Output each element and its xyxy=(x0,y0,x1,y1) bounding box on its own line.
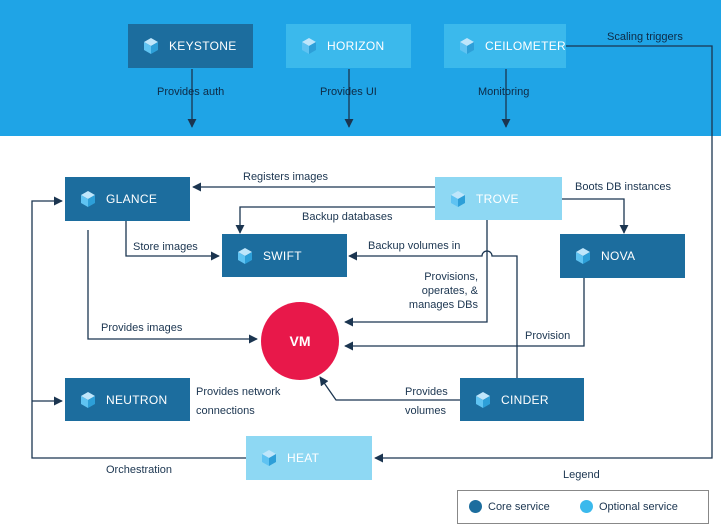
edge-scaling-triggers xyxy=(374,45,713,463)
label-provides-ui: Provides UI xyxy=(320,86,377,98)
swift-label: SWIFT xyxy=(263,248,302,263)
neutron-node[interactable]: NEUTRON xyxy=(65,378,190,421)
neutron-label: NEUTRON xyxy=(106,392,168,407)
cube-icon xyxy=(449,190,467,208)
label-provides-network: Provides network connections xyxy=(196,386,281,417)
label-scaling-triggers: Scaling triggers xyxy=(607,31,683,43)
label-provides-volumes: Provides volumes xyxy=(405,386,448,417)
cube-icon xyxy=(474,391,492,409)
keystone-node[interactable]: KEYSTONE xyxy=(128,24,253,68)
cube-icon xyxy=(260,449,278,467)
edge-provides-volumes xyxy=(319,376,460,401)
horizon-node[interactable]: HORIZON xyxy=(286,24,411,68)
edge-boots-db xyxy=(562,198,629,234)
nova-node[interactable]: NOVA xyxy=(560,234,685,278)
legend-optional: Optional service xyxy=(580,500,678,513)
cube-icon xyxy=(79,190,97,208)
label-provides-images: Provides images xyxy=(101,322,183,334)
cube-icon xyxy=(79,391,97,409)
vm-label: VM xyxy=(289,333,311,349)
trove-label: TROVE xyxy=(476,191,519,206)
optional-swatch-icon xyxy=(580,500,593,513)
cinder-node[interactable]: CINDER xyxy=(460,378,584,421)
edge-provisions xyxy=(344,220,488,327)
legend-core-label: Core service xyxy=(488,500,550,513)
label-provides-auth: Provides auth xyxy=(157,86,225,98)
core-swatch-icon xyxy=(469,500,482,513)
cube-icon xyxy=(236,247,254,265)
label-provisions-operates: Provisions, operates, & manages DBs xyxy=(408,271,478,311)
edge-backup-volumes xyxy=(348,250,518,378)
shared-services-band xyxy=(0,0,721,136)
legend-title: Legend xyxy=(563,469,600,481)
label-registers-images: Registers images xyxy=(243,171,328,183)
edge-backup-databases xyxy=(235,206,435,234)
keystone-label: KEYSTONE xyxy=(169,39,237,53)
swift-node[interactable]: SWIFT xyxy=(222,234,347,277)
edge-store-images xyxy=(125,221,220,261)
cube-icon xyxy=(300,37,318,55)
label-monitoring: Monitoring xyxy=(478,86,530,98)
horizon-label: HORIZON xyxy=(327,39,385,53)
edge-heat-orchestration xyxy=(31,196,246,459)
label-provision: Provision xyxy=(525,330,571,342)
label-backup-volumes: Backup volumes in xyxy=(368,240,461,252)
glance-node[interactable]: GLANCE xyxy=(65,177,190,221)
ceilometer-node[interactable]: CEILOMETER xyxy=(444,24,566,68)
legend-optional-label: Optional service xyxy=(599,500,678,513)
label-store-images: Store images xyxy=(133,241,198,253)
cinder-label: CINDER xyxy=(501,392,549,407)
cube-icon xyxy=(574,247,592,265)
label-backup-databases: Backup databases xyxy=(302,211,393,223)
cube-icon xyxy=(142,37,160,55)
cube-icon xyxy=(458,37,476,55)
label-orchestration: Orchestration xyxy=(106,464,173,476)
vm-node[interactable]: VM xyxy=(261,302,339,380)
glance-label: GLANCE xyxy=(106,192,158,206)
edge-nova-provision xyxy=(344,278,585,351)
label-boots-db: Boots DB instances xyxy=(575,181,671,193)
trove-node[interactable]: TROVE xyxy=(435,177,562,220)
legend-core: Core service xyxy=(469,500,550,513)
nova-label: NOVA xyxy=(601,249,636,263)
edge-provides-images xyxy=(87,230,258,344)
ceilometer-label: CEILOMETER xyxy=(485,39,567,53)
heat-node[interactable]: HEAT xyxy=(246,436,372,480)
heat-label: HEAT xyxy=(287,451,320,465)
legend: Core service Optional service xyxy=(457,490,709,524)
